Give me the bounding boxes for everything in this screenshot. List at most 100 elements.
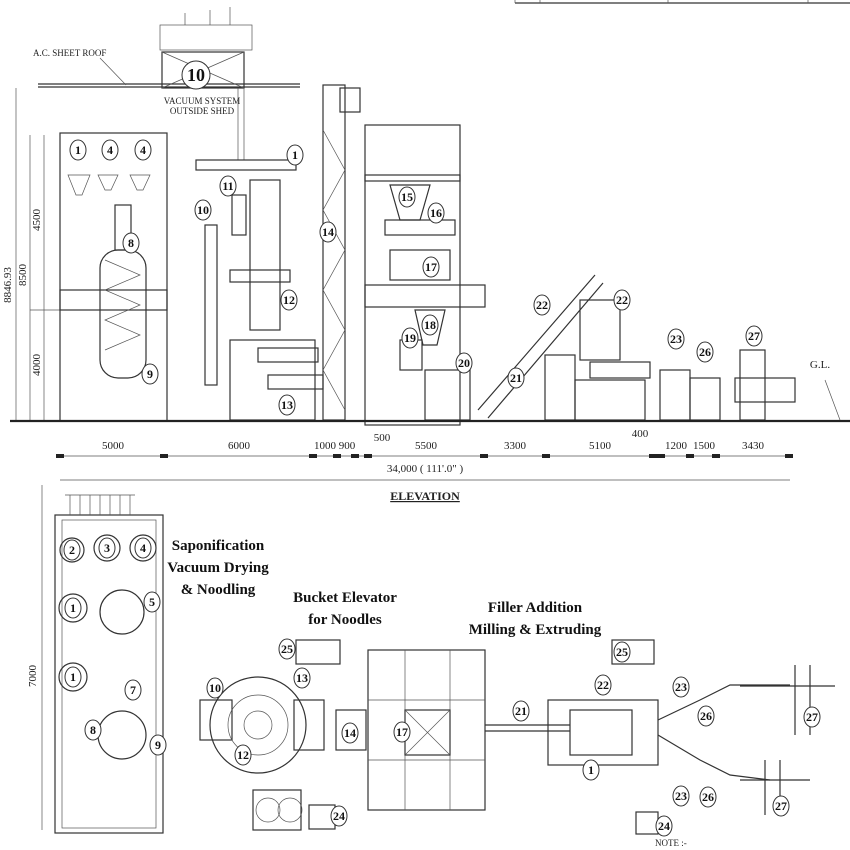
plan-milling-area [367,639,659,811]
dimension-tick [160,454,168,458]
callout-number: 2 [69,543,75,557]
heading-bucket-1: Bucket Elevator [293,590,397,606]
horizontal-dimensions: 5000 6000 1000 900 500 5500 3300 5100 40… [56,428,793,503]
callout-marker: 4 [101,139,119,161]
callout-marker: 19 [401,327,419,349]
callout-marker: 12 [280,289,298,311]
callout-number: 22 [597,678,609,692]
callout-marker: 8 [84,719,102,741]
dimension-tick [649,454,657,458]
callout-number: 27 [806,710,818,724]
callout-marker: 25 [278,638,296,660]
ground-level-label: G.L. [810,359,830,371]
callout-marker: 17 [422,256,440,278]
heading-filler-2: Milling & Extruding [469,622,602,638]
callout-number: 14 [344,726,356,740]
callout-number: 22 [616,293,628,307]
callout-number: 4 [107,143,113,157]
dimension-tick [657,454,665,458]
callout-marker: 20 [455,352,473,374]
callout-marker: 15 [398,186,416,208]
callout-marker: 1 [64,597,82,619]
callout-number: 9 [147,367,153,381]
plan-saponification-area: 7000 [27,485,164,834]
conveyor-and-extruder [477,274,796,421]
dim-height-4000: 4000 [31,354,43,377]
callout-number: 23 [675,680,687,694]
callout-number: 15 [401,190,413,204]
filler-milling-equipment [364,124,486,426]
callout-number: 5 [149,595,155,609]
plan-packing-area: NOTE :- [635,665,835,848]
callout-marker: 25 [613,641,631,663]
dimension-tick [480,454,488,458]
callout-marker: 1 [582,759,600,781]
callout-marker: 24 [655,815,673,837]
heading-filler-1: Filler Addition [488,600,583,616]
callout-number: 8 [90,723,96,737]
callout-marker: 14 [341,722,359,744]
callout-number: 4 [140,541,146,555]
dim-500: 500 [374,432,391,444]
plan-dryer-area [199,639,367,831]
dimension-tick [56,454,64,458]
callout-number: 10 [187,65,205,85]
dim-5500: 5500 [415,440,438,452]
dimension-tick [712,454,720,458]
callout-number: 16 [430,206,442,220]
dim-1500: 1500 [693,440,716,452]
callout-number: 21 [515,704,527,718]
callout-marker: 10 [194,199,212,221]
callout-marker: 17 [393,721,411,743]
callout-number: 13 [296,671,308,685]
dimension-tick [686,454,694,458]
dim-6000: 6000 [228,440,251,452]
callout-marker: 4 [134,139,152,161]
callout-marker: 13 [278,394,296,416]
callout-marker: 23 [667,328,685,350]
callout-marker: 11 [219,175,237,197]
callout-number: 13 [281,398,293,412]
dim-1200: 1200 [665,440,688,452]
callout-marker: 18 [421,314,439,336]
dim-900: 900 [339,440,356,452]
dimension-tick [351,454,359,458]
callout-marker: 21 [512,700,530,722]
dim-5000: 5000 [102,440,125,452]
dimension-tick [309,454,317,458]
callout-marker: 26 [699,786,717,808]
note-label: NOTE :- [655,838,687,848]
dimension-tick [785,454,793,458]
callout-number: 23 [675,789,687,803]
callout-number: 17 [425,260,437,274]
callout-marker: 22 [613,289,631,311]
dimension-tick [333,454,341,458]
callout-marker: 23 [672,676,690,698]
callout-marker: 1 [64,666,82,688]
callout-number: 18 [424,318,436,332]
callout-marker: 10 [181,60,211,90]
callout-marker: 22 [594,674,612,696]
title-block-fragment [514,0,850,4]
vacuum-dryer-equipment [195,159,324,421]
heading-saponification-2: Vacuum Drying [167,560,269,576]
dim-total-height: 8846.93 [2,267,14,303]
callout-number: 12 [237,748,249,762]
callout-number: 26 [702,790,714,804]
heading-saponification-1: Saponification [172,538,265,554]
callout-number: 10 [197,203,209,217]
callout-marker: 5 [143,591,161,613]
callout-marker: 21 [507,367,525,389]
callout-number: 12 [283,293,295,307]
callout-marker: 14 [319,221,337,243]
roof-line: A.C. SHEET ROOF [33,48,300,88]
callout-number: 7 [130,683,136,697]
callout-number: 1 [292,148,298,162]
callout-marker: 26 [697,705,715,727]
callout-marker: 27 [772,795,790,817]
callout-marker: 26 [696,341,714,363]
callout-marker: 24 [330,805,348,827]
callout-marker: 10 [206,677,224,699]
roof-label: A.C. SHEET ROOF [33,48,106,58]
